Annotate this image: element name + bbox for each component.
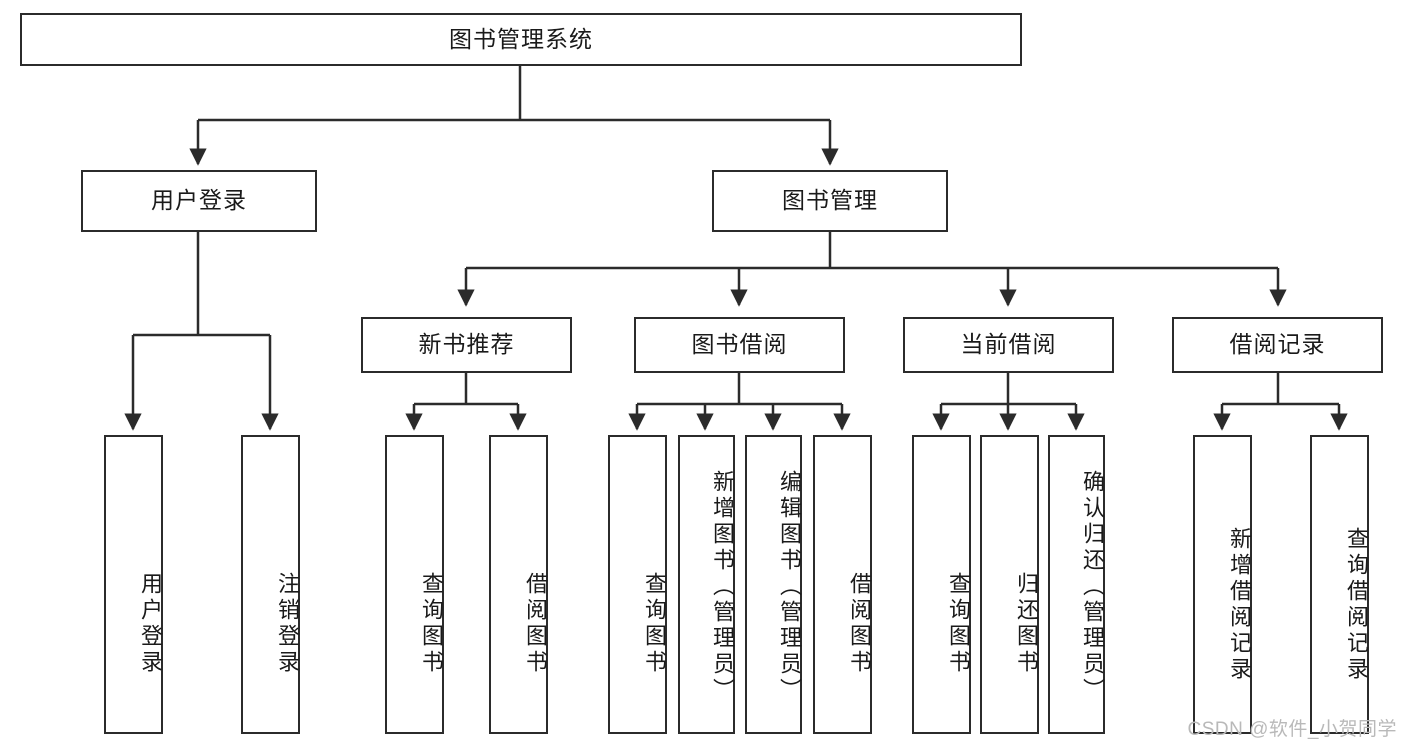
node-root[interactable]: 图书管理系统 xyxy=(20,13,1022,66)
node-leaf-query-book-1[interactable]: 查询图书 xyxy=(385,435,444,734)
node-leaf-query-record[interactable]: 查询借阅记录 xyxy=(1310,435,1369,734)
node-leaf-confirm-return-label: 确认归还（管理员） xyxy=(1080,469,1105,704)
node-current-borrow[interactable]: 当前借阅 xyxy=(903,317,1114,373)
node-leaf-query-record-label: 查询借阅记录 xyxy=(1344,526,1369,683)
node-leaf-query-book-2-label: 查询图书 xyxy=(642,571,667,676)
node-leaf-borrow-book-1[interactable]: 借阅图书 xyxy=(489,435,548,734)
node-leaf-edit-book[interactable]: 编辑图书（管理员） xyxy=(745,435,802,734)
node-leaf-edit-book-label: 编辑图书（管理员） xyxy=(777,469,802,704)
node-leaf-borrow-book-2-label: 借阅图书 xyxy=(847,571,872,676)
node-leaf-confirm-return[interactable]: 确认归还（管理员） xyxy=(1048,435,1105,734)
node-book-borrow[interactable]: 图书借阅 xyxy=(634,317,845,373)
node-leaf-user-logout[interactable]: 注销登录 xyxy=(241,435,300,734)
node-current-borrow-label: 当前借阅 xyxy=(960,331,1057,358)
node-leaf-user-login[interactable]: 用户登录 xyxy=(104,435,163,734)
node-book-borrow-label: 图书借阅 xyxy=(691,331,788,358)
node-leaf-add-record[interactable]: 新增借阅记录 xyxy=(1193,435,1252,734)
node-leaf-add-book-label: 新增图书（管理员） xyxy=(710,469,735,704)
node-leaf-borrow-book-2[interactable]: 借阅图书 xyxy=(813,435,872,734)
node-leaf-query-book-1-label: 查询图书 xyxy=(419,571,444,676)
node-borrow-record-label: 借阅记录 xyxy=(1229,331,1326,358)
node-leaf-return-book-label: 归还图书 xyxy=(1014,571,1039,676)
node-leaf-query-book-2[interactable]: 查询图书 xyxy=(608,435,667,734)
node-new-book-recommend[interactable]: 新书推荐 xyxy=(361,317,572,373)
node-leaf-query-book-3-label: 查询图书 xyxy=(946,571,971,676)
node-user-login-label: 用户登录 xyxy=(151,187,247,214)
node-leaf-user-login-label: 用户登录 xyxy=(138,571,163,676)
node-borrow-record[interactable]: 借阅记录 xyxy=(1172,317,1383,373)
node-root-label: 图书管理系统 xyxy=(449,25,593,52)
node-leaf-borrow-book-1-label: 借阅图书 xyxy=(523,571,548,676)
node-book-manage[interactable]: 图书管理 xyxy=(712,170,948,232)
node-leaf-add-record-label: 新增借阅记录 xyxy=(1227,526,1252,683)
node-leaf-add-book[interactable]: 新增图书（管理员） xyxy=(678,435,735,734)
node-leaf-query-book-3[interactable]: 查询图书 xyxy=(912,435,971,734)
node-leaf-return-book[interactable]: 归还图书 xyxy=(980,435,1039,734)
watermark: CSDN @软件_小贺同学 xyxy=(1187,719,1397,740)
node-new-book-recommend-label: 新书推荐 xyxy=(418,331,515,358)
node-book-manage-label: 图书管理 xyxy=(782,187,878,214)
node-user-login[interactable]: 用户登录 xyxy=(81,170,317,232)
node-leaf-user-logout-label: 注销登录 xyxy=(275,571,300,676)
